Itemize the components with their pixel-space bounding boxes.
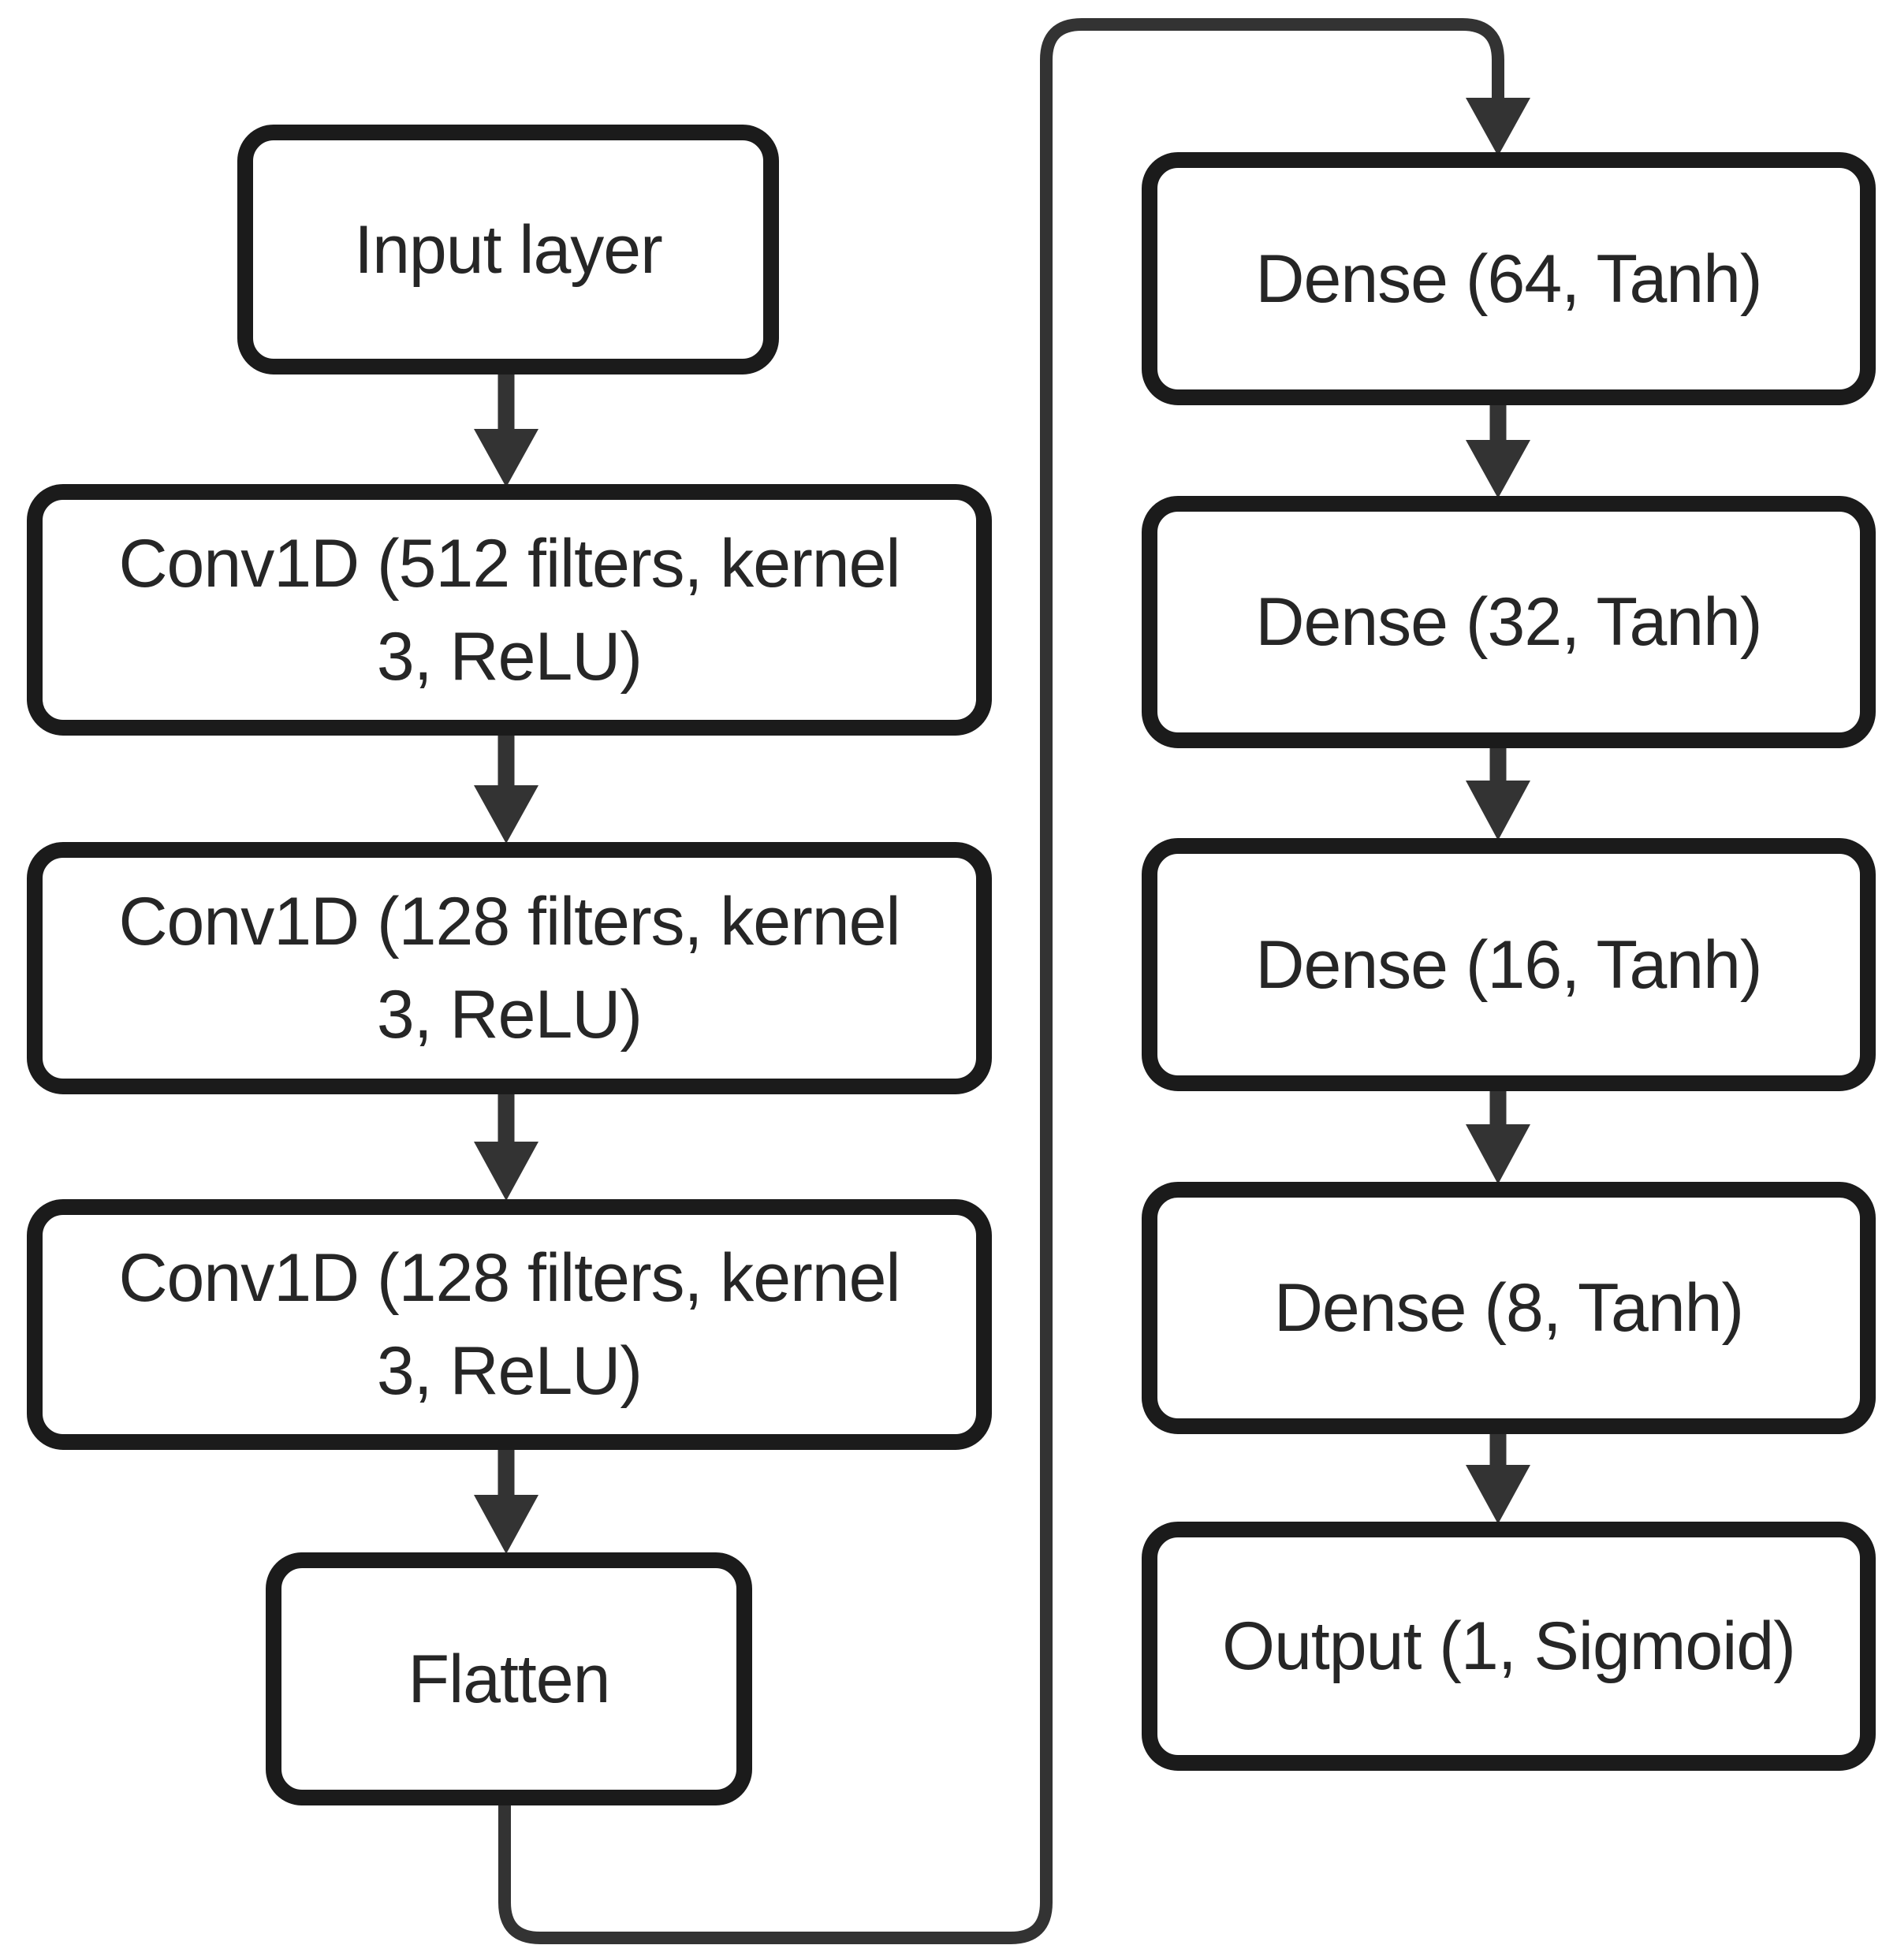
node-conv1d-512: Conv1D (512 filters, kernel 3, ReLU)	[27, 484, 992, 736]
arrow-conv512-to-conv128a	[474, 734, 539, 844]
node-label: Dense (8, Tanh)	[1273, 1270, 1744, 1346]
node-output-sigmoid: Output (1, Sigmoid)	[1142, 1522, 1876, 1771]
arrow-dense8-to-output	[1466, 1433, 1530, 1524]
node-dense-32: Dense (32, Tanh)	[1142, 496, 1876, 748]
arrow-dense16-to-dense8	[1466, 1090, 1530, 1184]
node-conv1d-128-second: Conv1D (128 filters, kernel 3, ReLU)	[27, 1199, 992, 1450]
node-label-line2: 3, ReLU)	[376, 977, 643, 1053]
node-label: Flatten	[408, 1641, 611, 1717]
node-label: Dense (64, Tanh)	[1255, 240, 1762, 317]
node-conv1d-128-first: Conv1D (128 filters, kernel 3, ReLU)	[27, 842, 992, 1094]
node-label: Dense (32, Tanh)	[1255, 584, 1762, 660]
node-label: Dense (16, Tanh)	[1255, 926, 1762, 1003]
node-input-layer: Input layer	[237, 125, 779, 374]
node-label-line1: Conv1D (128 filters, kernel	[118, 1240, 900, 1316]
arrow-input-to-conv512	[474, 373, 539, 487]
node-flatten: Flatten	[266, 1552, 752, 1805]
arrow-conv128b-to-flatten	[474, 1448, 539, 1554]
node-dense-16: Dense (16, Tanh)	[1142, 838, 1876, 1091]
node-dense-64: Dense (64, Tanh)	[1142, 152, 1876, 405]
node-label-line2: 3, ReLU)	[376, 618, 643, 695]
node-label-line2: 3, ReLU)	[376, 1333, 643, 1409]
arrow-dense32-to-dense16	[1466, 747, 1530, 840]
connector-flatten-to-dense64	[498, 18, 1530, 1944]
arrow-dense64-to-dense32	[1466, 404, 1530, 498]
arrow-conv128a-to-conv128b	[474, 1093, 539, 1201]
node-label: Input layer	[354, 211, 663, 288]
node-dense-8: Dense (8, Tanh)	[1142, 1182, 1876, 1434]
node-label: Output (1, Sigmoid)	[1222, 1608, 1796, 1684]
node-label-line1: Conv1D (128 filters, kernel	[118, 884, 900, 960]
node-label-line1: Conv1D (512 filters, kernel	[118, 525, 900, 602]
